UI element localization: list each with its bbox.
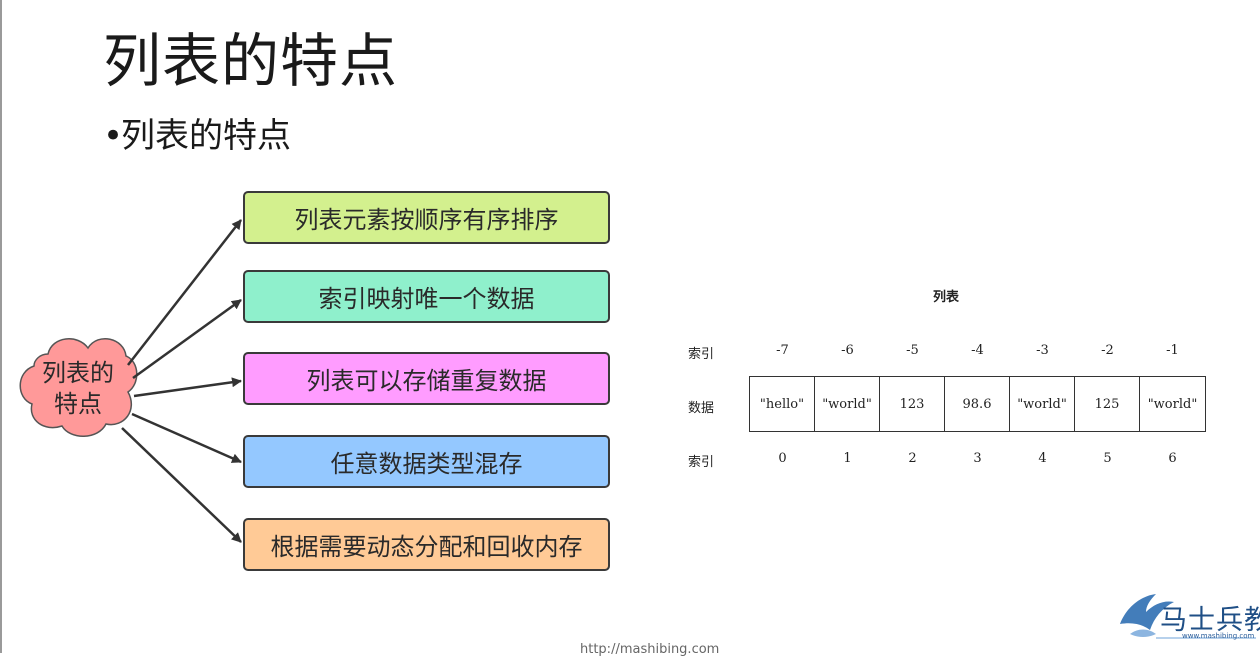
arrow-3 bbox=[133, 377, 242, 398]
arrow-2 bbox=[132, 298, 242, 380]
negative-index-label: 索引 bbox=[688, 347, 715, 362]
neg-index: -7 bbox=[776, 343, 789, 358]
brand-logo-url: www.mashibing.com bbox=[1182, 632, 1255, 640]
bullet-text: 列表的特点 bbox=[121, 116, 291, 156]
slide-title: 列表的特点 bbox=[103, 27, 399, 95]
bullet-item: •列表的特点 bbox=[103, 113, 291, 159]
data-row: "hello" "world" 123 98.6 "world" 125 "wo… bbox=[749, 376, 1206, 432]
data-label: 数据 bbox=[688, 401, 715, 416]
brand-logo-icon bbox=[1120, 594, 1256, 639]
footer-url: http://mashibing.com bbox=[580, 642, 720, 657]
neg-index: -6 bbox=[841, 343, 854, 358]
feature-box-1: 列表元素按顺序有序排序 bbox=[243, 191, 610, 244]
positive-index-label: 索引 bbox=[688, 455, 715, 470]
neg-index: -5 bbox=[906, 343, 919, 358]
center-label-line1: 列表的 bbox=[42, 359, 114, 387]
left-border bbox=[0, 0, 2, 653]
pos-index: 1 bbox=[843, 451, 852, 466]
data-cell: "hello" bbox=[750, 377, 815, 431]
neg-index: -4 bbox=[971, 343, 984, 358]
data-cell: "world" bbox=[815, 377, 880, 431]
data-cell: "world" bbox=[1147, 396, 1198, 412]
data-cell: 125 bbox=[1075, 377, 1140, 431]
center-label-line2: 特点 bbox=[54, 390, 102, 418]
neg-index: -3 bbox=[1036, 343, 1049, 358]
data-cell: 98.6 bbox=[945, 377, 1010, 431]
cloud-shape bbox=[19, 338, 138, 437]
pos-index: 5 bbox=[1103, 451, 1112, 466]
bullet-icon: • bbox=[103, 116, 124, 156]
pos-index: 6 bbox=[1168, 451, 1177, 466]
feature-box-2: 索引映射唯一个数据 bbox=[243, 270, 610, 323]
center-label: 列表的 特点 bbox=[38, 358, 118, 420]
pos-index: 0 bbox=[778, 451, 787, 466]
neg-index: -1 bbox=[1166, 343, 1179, 358]
pos-index: 4 bbox=[1038, 451, 1047, 466]
feature-box-3: 列表可以存储重复数据 bbox=[243, 352, 610, 405]
feature-box-5: 根据需要动态分配和回收内存 bbox=[243, 518, 610, 571]
arrow-1 bbox=[127, 219, 242, 366]
data-cell: "world" bbox=[1010, 377, 1075, 431]
neg-index: -2 bbox=[1101, 343, 1114, 358]
table-title: 列表 bbox=[932, 290, 959, 305]
brand-logo-text: 马士兵教 bbox=[1160, 605, 1260, 636]
pos-index: 2 bbox=[908, 451, 917, 466]
pos-index: 3 bbox=[973, 451, 982, 466]
feature-box-4: 任意数据类型混存 bbox=[243, 435, 610, 488]
arrow-5 bbox=[121, 427, 242, 543]
data-cell: 123 bbox=[880, 377, 945, 431]
arrow-4 bbox=[131, 412, 242, 464]
